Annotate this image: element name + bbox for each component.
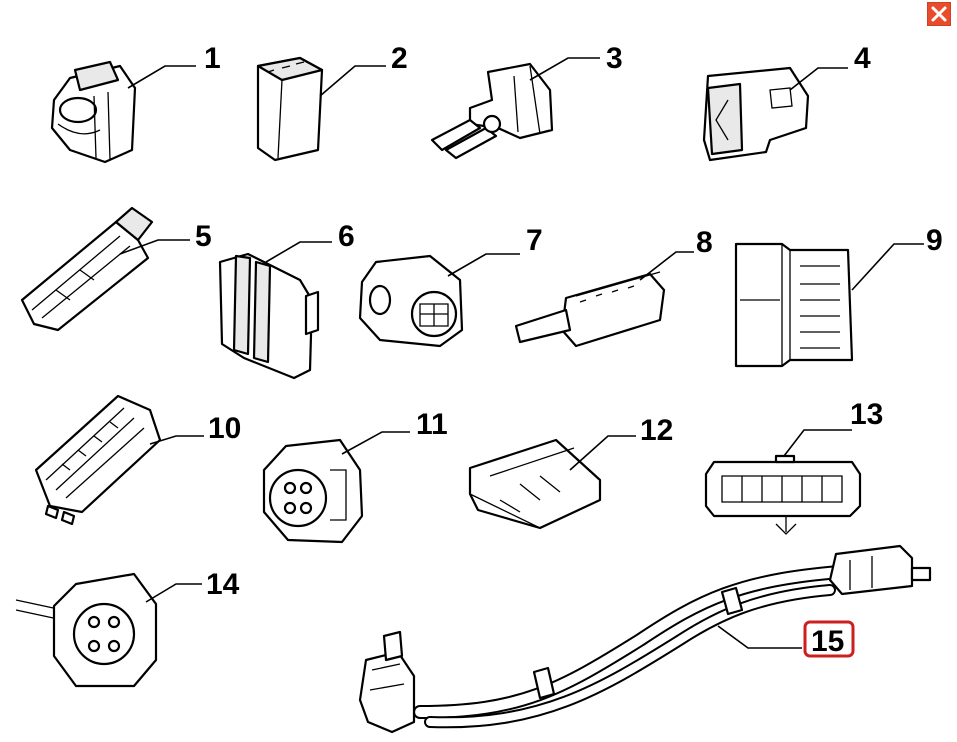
close-button[interactable] bbox=[926, 1, 952, 27]
part-15-cable-harness[interactable] bbox=[358, 544, 932, 734]
callout-13: 13 bbox=[850, 398, 883, 431]
callout-10: 10 bbox=[208, 412, 241, 445]
callout-9: 9 bbox=[926, 224, 943, 257]
callout-7: 7 bbox=[526, 224, 543, 257]
part-9-connector[interactable]: 9 bbox=[734, 224, 943, 368]
callout-14: 14 bbox=[206, 568, 240, 601]
callout-15-highlight[interactable]: 15 bbox=[803, 620, 855, 658]
part-7-connector[interactable]: 7 bbox=[358, 224, 543, 348]
part-14-connector[interactable]: 14 bbox=[15, 568, 240, 688]
part-4-connector[interactable]: 4 bbox=[702, 42, 871, 162]
part-6-connector[interactable]: 6 bbox=[218, 220, 355, 380]
part-12-connector[interactable]: 12 bbox=[468, 414, 673, 530]
part-13-connector[interactable]: 13 bbox=[704, 398, 883, 535]
callout-15-box bbox=[803, 620, 855, 658]
callout-2: 2 bbox=[391, 42, 408, 75]
close-icon bbox=[926, 1, 952, 27]
callout-8: 8 bbox=[696, 226, 713, 259]
part-8-connector[interactable]: 8 bbox=[514, 226, 713, 348]
callout-6: 6 bbox=[338, 220, 355, 253]
callout-12: 12 bbox=[640, 414, 673, 447]
part-1-connector[interactable]: 1 bbox=[50, 42, 221, 164]
part-11-connector[interactable]: 11 bbox=[262, 408, 448, 544]
callout-5: 5 bbox=[195, 220, 212, 253]
part-10-connector[interactable]: 10 bbox=[34, 394, 241, 526]
callout-1: 1 bbox=[204, 42, 221, 75]
callout-11: 11 bbox=[416, 408, 448, 441]
callout-15: 15 bbox=[811, 625, 844, 658]
callout-3: 3 bbox=[606, 42, 623, 75]
part-2-connector[interactable]: 2 bbox=[256, 42, 408, 162]
part-3-connector[interactable]: 3 bbox=[430, 42, 623, 160]
part-5-connector[interactable]: 5 bbox=[20, 206, 212, 332]
callout-4: 4 bbox=[854, 42, 871, 75]
